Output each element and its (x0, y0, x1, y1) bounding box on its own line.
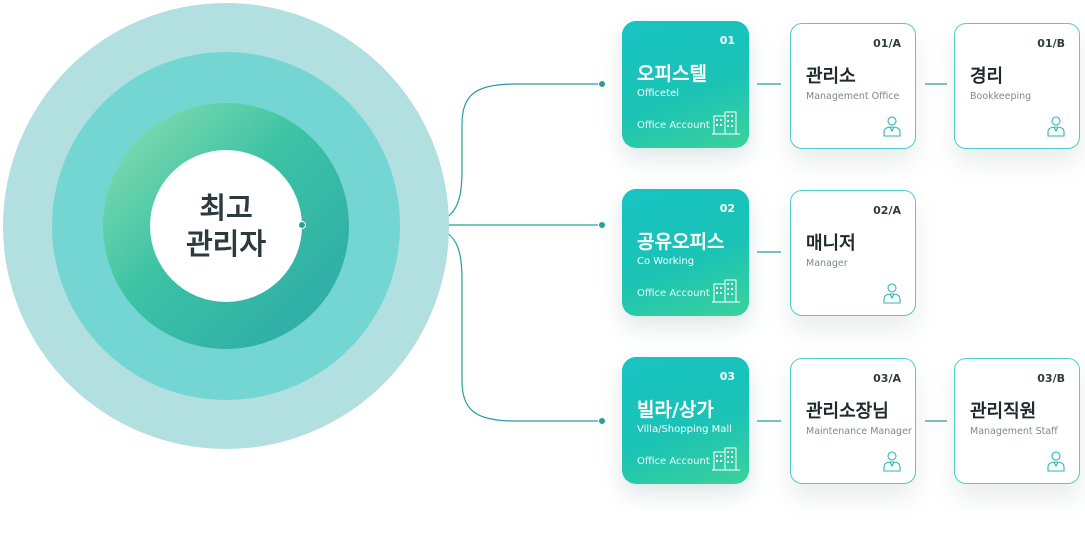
role-card-management-staff: 03/B 관리직원 Management Staff (954, 358, 1080, 484)
role-number: 01/B (1037, 37, 1065, 50)
top-admin-label-line2: 관리자 (185, 227, 267, 261)
role-subtitle: Management Office (806, 91, 900, 102)
person-icon (883, 283, 901, 304)
person-icon (1047, 451, 1065, 472)
role-subtitle: Bookkeeping (970, 91, 1032, 102)
top-admin-node: 최고 관리자 (150, 150, 302, 302)
person-icon (1047, 116, 1065, 137)
role-number: 01/A (873, 37, 901, 50)
account-subtitle: Officetel (637, 88, 680, 99)
role-subtitle: Manager (806, 258, 848, 269)
account-card-coworking: 02 공유오피스 Co Working Office Account (622, 189, 749, 316)
account-subtitle: Villa/Shopping Mall (637, 424, 732, 435)
account-number: 02 (719, 202, 735, 215)
building-icon (712, 111, 740, 135)
account-number: 03 (719, 370, 735, 383)
role-card-management-office: 01/A 관리소 Management Office (790, 23, 916, 149)
role-title: 관리직원 (970, 401, 1037, 422)
top-admin-label-line1: 최고 (199, 191, 253, 225)
role-subtitle: Management Staff (970, 426, 1058, 437)
account-01-dot (598, 80, 606, 88)
account-footer: Office Account (637, 456, 710, 467)
building-icon (712, 279, 740, 303)
role-number: 03/B (1037, 372, 1065, 385)
center-junction-dot (298, 221, 306, 229)
account-card-officetel: 01 오피스텔 Officetel Office Account (622, 21, 749, 148)
account-title: 빌라/상가 (637, 399, 714, 421)
account-title: 오피스텔 (637, 63, 707, 85)
role-card-manager: 02/A 매니저 Manager (790, 190, 916, 316)
account-subtitle: Co Working (637, 256, 695, 267)
person-icon (883, 451, 901, 472)
building-icon (712, 447, 740, 471)
account-03-dot (598, 417, 606, 425)
role-title: 관리소장님 (806, 401, 889, 422)
role-title: 매니저 (806, 233, 856, 254)
account-02-dot (598, 221, 606, 229)
role-number: 03/A (873, 372, 901, 385)
role-title: 관리소 (806, 66, 856, 87)
account-footer: Office Account (637, 288, 710, 299)
person-icon (883, 116, 901, 137)
role-title: 경리 (970, 66, 1004, 87)
role-subtitle: Maintenance Manager (806, 426, 912, 437)
account-footer: Office Account (637, 120, 710, 131)
account-title: 공유오피스 (637, 231, 725, 253)
account-number: 01 (719, 34, 735, 47)
role-number: 02/A (873, 204, 901, 217)
account-card-villa-mall: 03 빌라/상가 Villa/Shopping Mall Office Acco… (622, 357, 749, 484)
role-card-maintenance-manager: 03/A 관리소장님 Maintenance Manager (790, 358, 916, 484)
role-card-bookkeeping: 01/B 경리 Bookkeeping (954, 23, 1080, 149)
